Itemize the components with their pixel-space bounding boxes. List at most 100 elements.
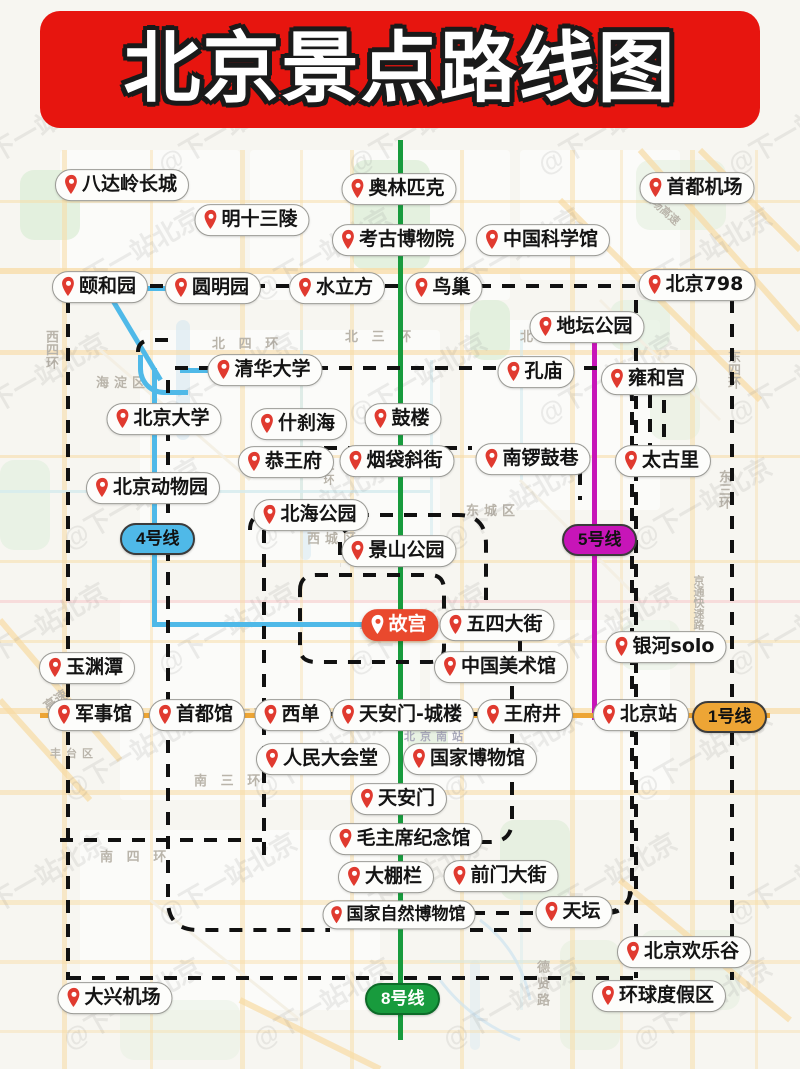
attraction-label-text: 故宫 — [388, 613, 427, 636]
map-pin-icon — [217, 360, 230, 380]
attraction-label[interactable]: 鼓楼 — [364, 403, 442, 435]
attraction-label[interactable]: 水立方 — [288, 272, 386, 304]
map-pin-icon — [263, 505, 276, 525]
map-pin-icon — [603, 705, 615, 725]
attraction-label-text: 西单 — [281, 703, 320, 726]
attraction-label-text: 中国科学馆 — [502, 228, 599, 251]
attraction-label-text: 北京动物园 — [112, 476, 209, 499]
attraction-label-text: 鼓楼 — [391, 407, 430, 430]
metro-badge-line-1[interactable]: 1号线 — [692, 701, 768, 733]
map-pin-icon — [49, 658, 61, 678]
attraction-label[interactable]: 南锣鼓巷 — [475, 443, 591, 475]
attraction-label[interactable]: 中国科学馆 — [475, 224, 611, 256]
attraction-label[interactable]: 北京欢乐谷 — [616, 936, 752, 968]
attraction-label[interactable]: 恭王府 — [237, 446, 335, 478]
attraction-label[interactable]: 北海公园 — [253, 499, 369, 531]
attraction-label[interactable]: 圆明园 — [164, 272, 262, 304]
attraction-label-text: 什刹海 — [277, 412, 336, 435]
attraction-label[interactable]: 环球度假区 — [591, 980, 727, 1012]
attraction-label[interactable]: 军事馆 — [47, 699, 145, 731]
map-pin-icon — [444, 657, 456, 677]
attraction-label[interactable]: 国家自然博物馆 — [322, 900, 476, 930]
attraction-label-text: 人民大会堂 — [282, 747, 379, 770]
attraction-label[interactable]: 天安门 — [350, 783, 448, 815]
attraction-label[interactable]: 颐和园 — [51, 271, 149, 303]
attraction-label[interactable]: 大兴机场 — [57, 982, 173, 1014]
metro-line-4-top-link — [104, 286, 214, 291]
attraction-label[interactable]: 五四大街 — [439, 609, 555, 641]
attraction-label-text: 王府井 — [503, 703, 562, 726]
attraction-label[interactable]: 八达岭长城 — [54, 169, 190, 201]
attraction-label-text: 孔庙 — [524, 360, 563, 383]
attraction-label-text: 鸟巢 — [432, 276, 471, 299]
attraction-label-text: 雍和宫 — [627, 367, 686, 390]
attraction-label[interactable]: 清华大学 — [207, 354, 323, 386]
metro-badge-line-4[interactable]: 4号线 — [120, 523, 196, 555]
attraction-label-text: 北京欢乐谷 — [643, 940, 740, 963]
attraction-label[interactable]: 雍和宫 — [600, 363, 698, 395]
map-pin-icon — [648, 275, 661, 295]
attraction-label[interactable]: 西单 — [254, 699, 332, 731]
attraction-label-text: 环球度假区 — [618, 984, 715, 1007]
attraction-label[interactable]: 奥林匹克 — [341, 173, 457, 205]
map-pin-icon — [96, 478, 108, 498]
map-pin-icon — [507, 362, 520, 382]
attraction-label[interactable]: 前门大街 — [443, 860, 559, 892]
attraction-label[interactable]: 首都机场 — [639, 172, 755, 204]
map-pin-icon — [349, 451, 362, 471]
attraction-label[interactable]: 银河solo — [605, 631, 727, 663]
attraction-label[interactable]: 景山公园 — [341, 535, 457, 567]
attraction-label-text: 烟袋斜街 — [366, 449, 443, 472]
attraction-label-text: 银河solo — [632, 635, 715, 658]
map-pin-icon — [615, 637, 628, 657]
attraction-label[interactable]: 孔庙 — [497, 356, 575, 388]
attraction-label[interactable]: 地坛公园 — [529, 311, 645, 343]
attraction-label[interactable]: 北京站 — [592, 699, 690, 731]
attraction-label[interactable]: 明十三陵 — [194, 204, 310, 236]
attraction-label-text: 奥林匹克 — [368, 177, 445, 200]
attraction-label[interactable]: 首都馆 — [148, 699, 246, 731]
attraction-label-text: 太古里 — [641, 449, 700, 472]
map-pin-icon — [545, 902, 558, 922]
attraction-label[interactable]: 故宫 — [361, 609, 439, 641]
attraction-label[interactable]: 玉渊潭 — [38, 652, 136, 684]
map-pin-icon — [361, 789, 373, 809]
attraction-label[interactable]: 王府井 — [476, 699, 574, 731]
attraction-label-text: 首都馆 — [175, 703, 234, 726]
attraction-label[interactable]: 天安门-城楼 — [332, 699, 474, 731]
metro-line-4-corner-nw — [138, 355, 188, 395]
attraction-label[interactable]: 鸟巢 — [405, 272, 483, 304]
attraction-label-text: 南锣鼓巷 — [502, 447, 579, 470]
attraction-label[interactable]: 大棚栏 — [337, 861, 435, 893]
attraction-label-text: 圆明园 — [191, 276, 250, 299]
attraction-label[interactable]: 北京798 — [638, 269, 756, 301]
map-pin-icon — [486, 230, 498, 250]
attraction-label-text: 水立方 — [315, 276, 374, 299]
map-pin-icon — [539, 317, 552, 337]
attraction-label-text: 北京大学 — [133, 407, 210, 430]
map-pin-icon — [348, 867, 360, 887]
attraction-label-text: 军事馆 — [74, 703, 133, 726]
attraction-label[interactable]: 考古博物院 — [331, 224, 467, 256]
attraction-label[interactable]: 天坛 — [535, 896, 613, 928]
attraction-label[interactable]: 烟袋斜街 — [339, 445, 455, 477]
metro-badge-line-8[interactable]: 8号线 — [365, 983, 441, 1015]
attraction-label[interactable]: 国家博物馆 — [402, 743, 538, 775]
attraction-label-text: 考古博物院 — [358, 228, 455, 251]
map-pin-icon — [374, 409, 387, 429]
map-pin-icon — [204, 210, 217, 230]
attraction-label[interactable]: 什刹海 — [250, 408, 348, 440]
attraction-label[interactable]: 毛主席纪念馆 — [329, 823, 483, 855]
attraction-label[interactable]: 中国美术馆 — [433, 651, 569, 683]
map-pin-icon — [351, 179, 364, 199]
attraction-label[interactable]: 太古里 — [614, 445, 712, 477]
map-pin-icon — [351, 541, 364, 561]
attraction-label[interactable]: 北京动物园 — [85, 472, 221, 504]
metro-badge-line-5[interactable]: 5号线 — [562, 524, 638, 556]
map-pin-icon — [453, 866, 466, 886]
attraction-label[interactable]: 人民大会堂 — [255, 743, 391, 775]
attraction-label[interactable]: 北京大学 — [106, 403, 222, 435]
attraction-label-text: 恭王府 — [264, 450, 323, 473]
attraction-label-text: 清华大学 — [234, 358, 311, 381]
